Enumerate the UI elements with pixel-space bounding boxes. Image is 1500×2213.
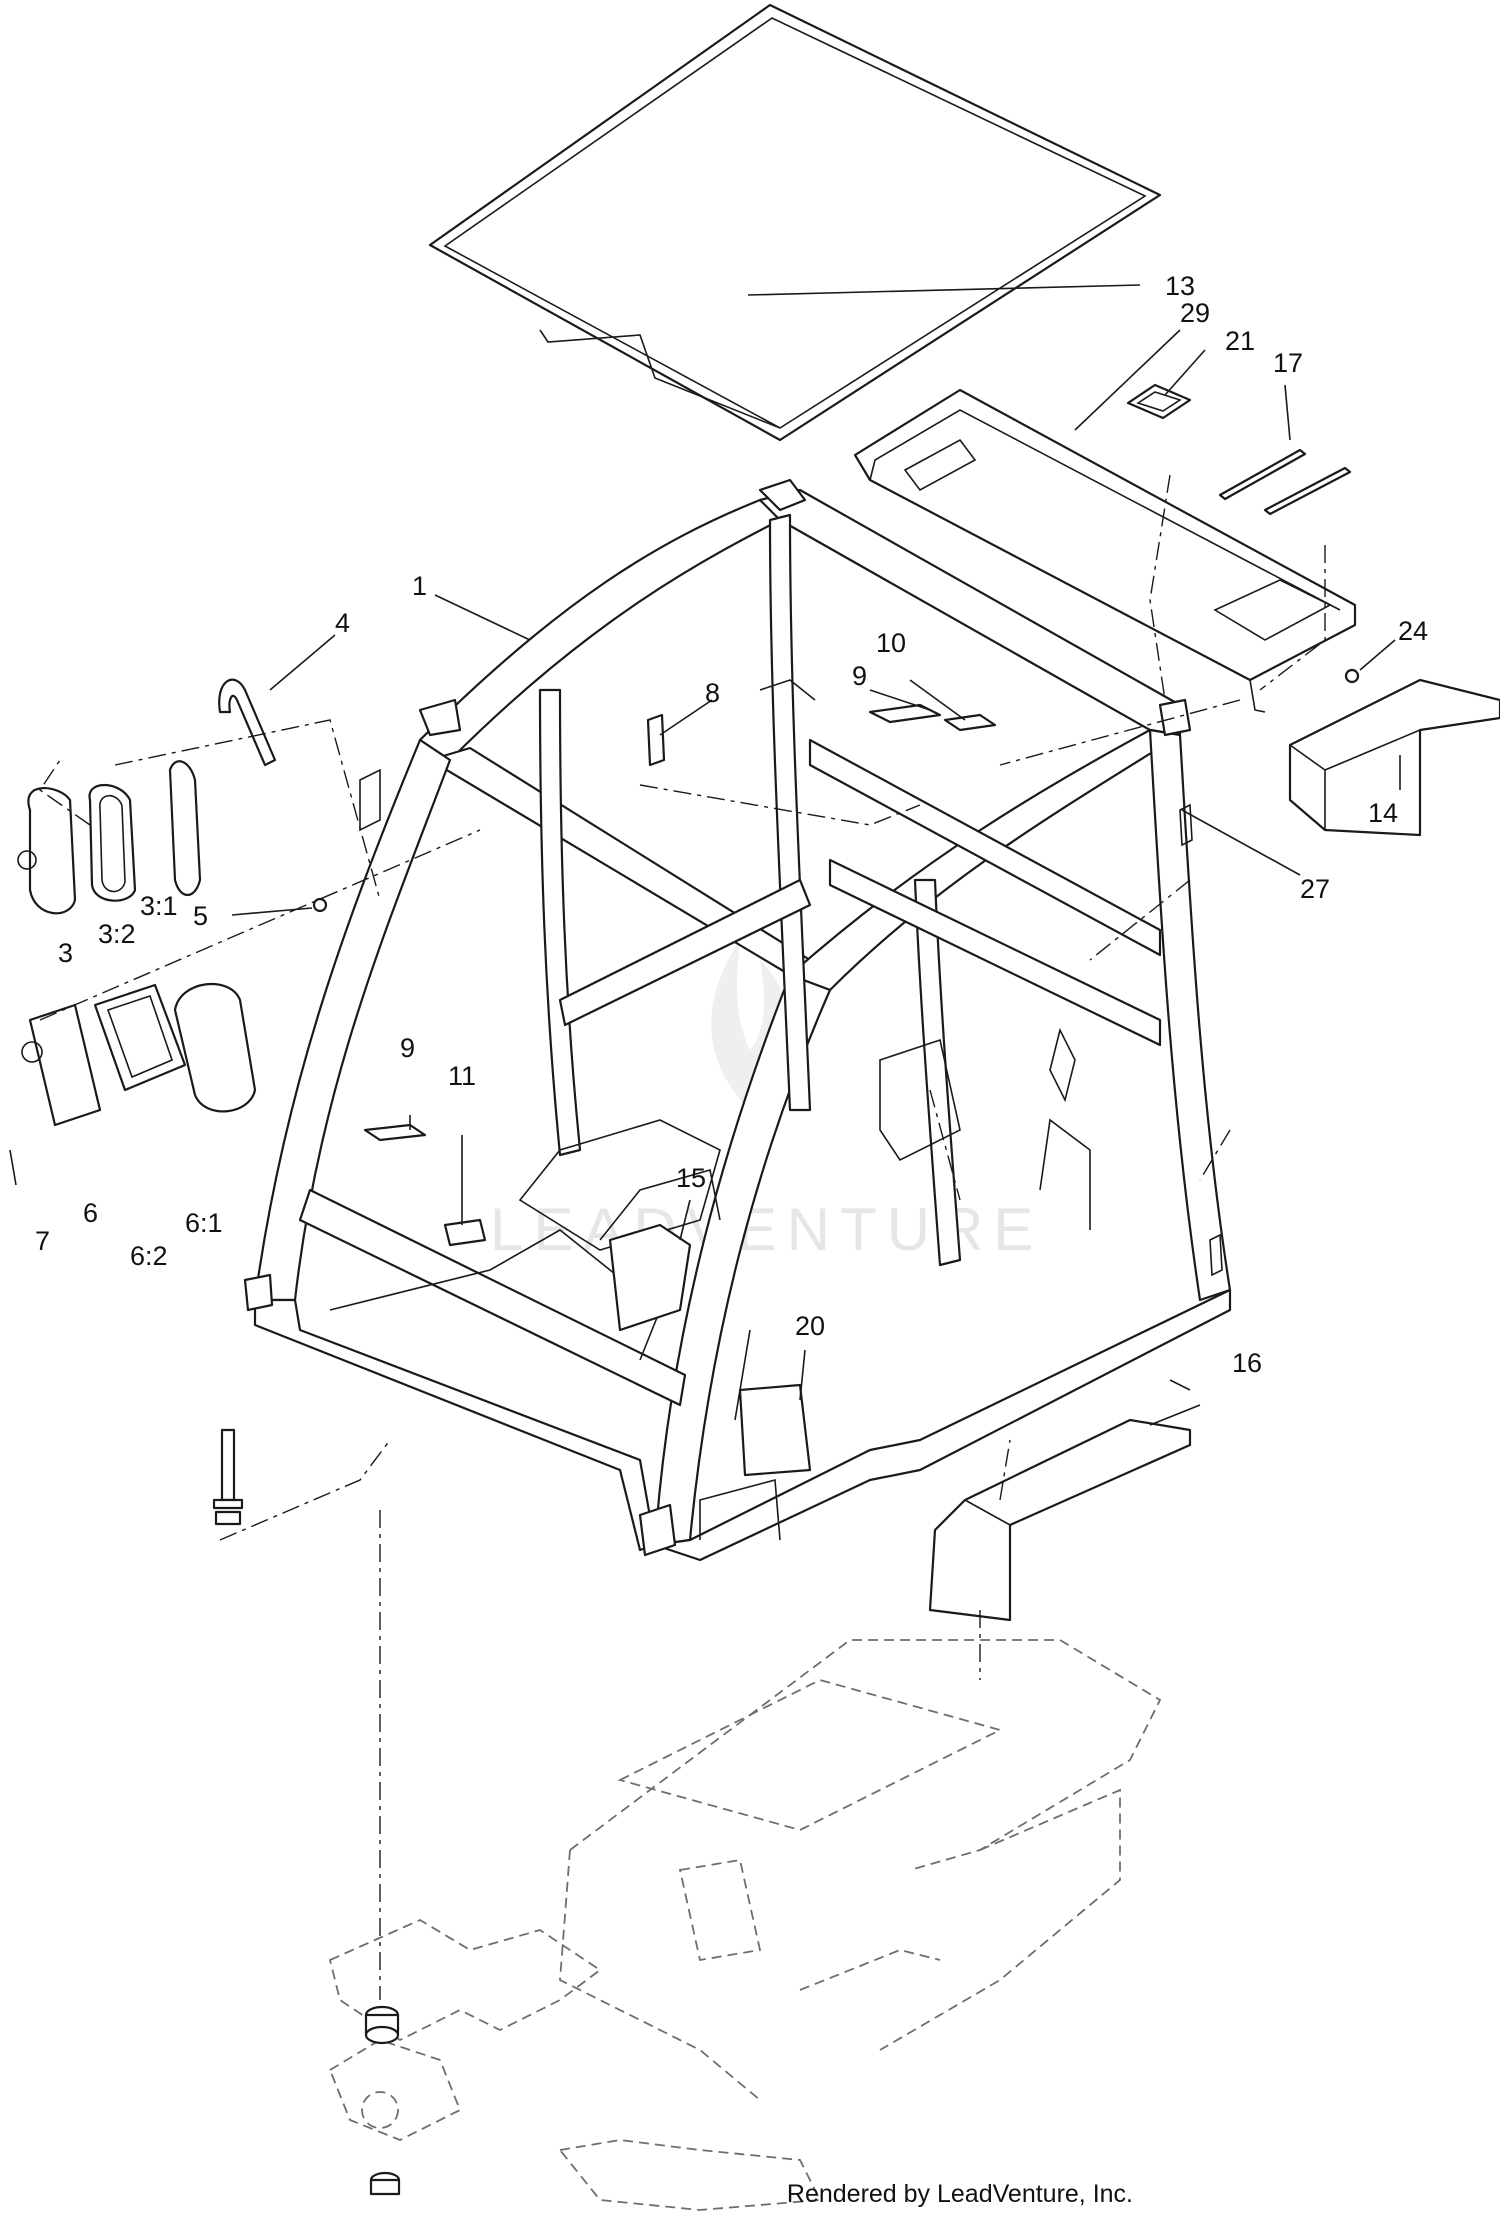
mirror-glass-part-3-1 xyxy=(168,760,202,897)
callout-9-upper: 9 xyxy=(852,661,867,691)
bracket-part-15 xyxy=(608,1223,692,1332)
fastener-part-5 xyxy=(312,897,328,913)
decal-part-20 xyxy=(738,1383,812,1477)
mirror-frame-part-6-2 xyxy=(93,983,187,1092)
callouts: 13 29 21 17 1 4 8 10 9 24 14 27 5 3 3:2 … xyxy=(35,271,1428,1378)
mirror-frame-part-3-2 xyxy=(88,784,137,902)
callout-27: 27 xyxy=(1300,874,1330,904)
roof-panel-part-29 xyxy=(853,388,1357,713)
callout-6: 6 xyxy=(83,1198,98,1228)
callout-3-1: 3:1 xyxy=(140,891,178,921)
seal-strip-part-17 xyxy=(1218,448,1352,516)
chassis-phantom xyxy=(328,1639,1162,2211)
callout-17: 17 xyxy=(1273,348,1303,378)
callout-8: 8 xyxy=(705,678,720,708)
cab-frame-part-1 xyxy=(243,478,1232,1562)
decal-part-8 xyxy=(646,713,666,767)
callout-24: 24 xyxy=(1398,616,1428,646)
callout-15: 15 xyxy=(676,1163,706,1193)
callout-20: 20 xyxy=(795,1311,825,1341)
callout-21: 21 xyxy=(1225,326,1255,356)
screw-part-7 xyxy=(9,1149,17,1186)
callout-10: 10 xyxy=(876,628,906,658)
side-trim-part-14 xyxy=(1288,678,1500,837)
callout-4: 4 xyxy=(335,608,350,638)
callout-6-2: 6:2 xyxy=(130,1241,168,1271)
callout-14: 14 xyxy=(1368,798,1398,828)
callout-9-lower: 9 xyxy=(400,1033,415,1063)
roof-seal-part-13 xyxy=(428,3,1162,442)
fastener-part-24 xyxy=(1344,668,1360,684)
callout-13: 13 xyxy=(1165,271,1195,301)
decal-part-10 xyxy=(943,713,997,732)
isolator-mounts xyxy=(364,2005,401,2196)
callout-7: 7 xyxy=(35,1226,50,1256)
callout-6-1: 6:1 xyxy=(185,1208,223,1238)
callout-1: 1 xyxy=(412,571,427,601)
gasket-part-21 xyxy=(1126,383,1192,420)
decal-part-11 xyxy=(443,1218,487,1247)
callout-29: 29 xyxy=(1180,298,1210,328)
assembly-lines xyxy=(39,474,1326,2000)
mirror-glass-part-6-1 xyxy=(173,982,257,1113)
mount-bolt xyxy=(212,1428,244,1526)
mirror-part-3 xyxy=(17,787,77,915)
callout-3-2: 3:2 xyxy=(98,919,136,949)
mirror-part-6 xyxy=(21,1003,102,1127)
callout-11: 11 xyxy=(448,1061,476,1091)
decal-part-9-lower xyxy=(363,1123,427,1142)
decal-part-9-upper xyxy=(868,703,942,724)
callout-5: 5 xyxy=(193,901,208,931)
callout-3: 3 xyxy=(58,938,73,968)
grab-bar-part-4 xyxy=(218,678,277,767)
render-credit: Rendered by LeadVenture, Inc. xyxy=(786,2180,1133,2208)
step-trim-part-16 xyxy=(928,1418,1192,1622)
leader-lines xyxy=(231,284,1401,1426)
callout-16: 16 xyxy=(1232,1348,1262,1378)
